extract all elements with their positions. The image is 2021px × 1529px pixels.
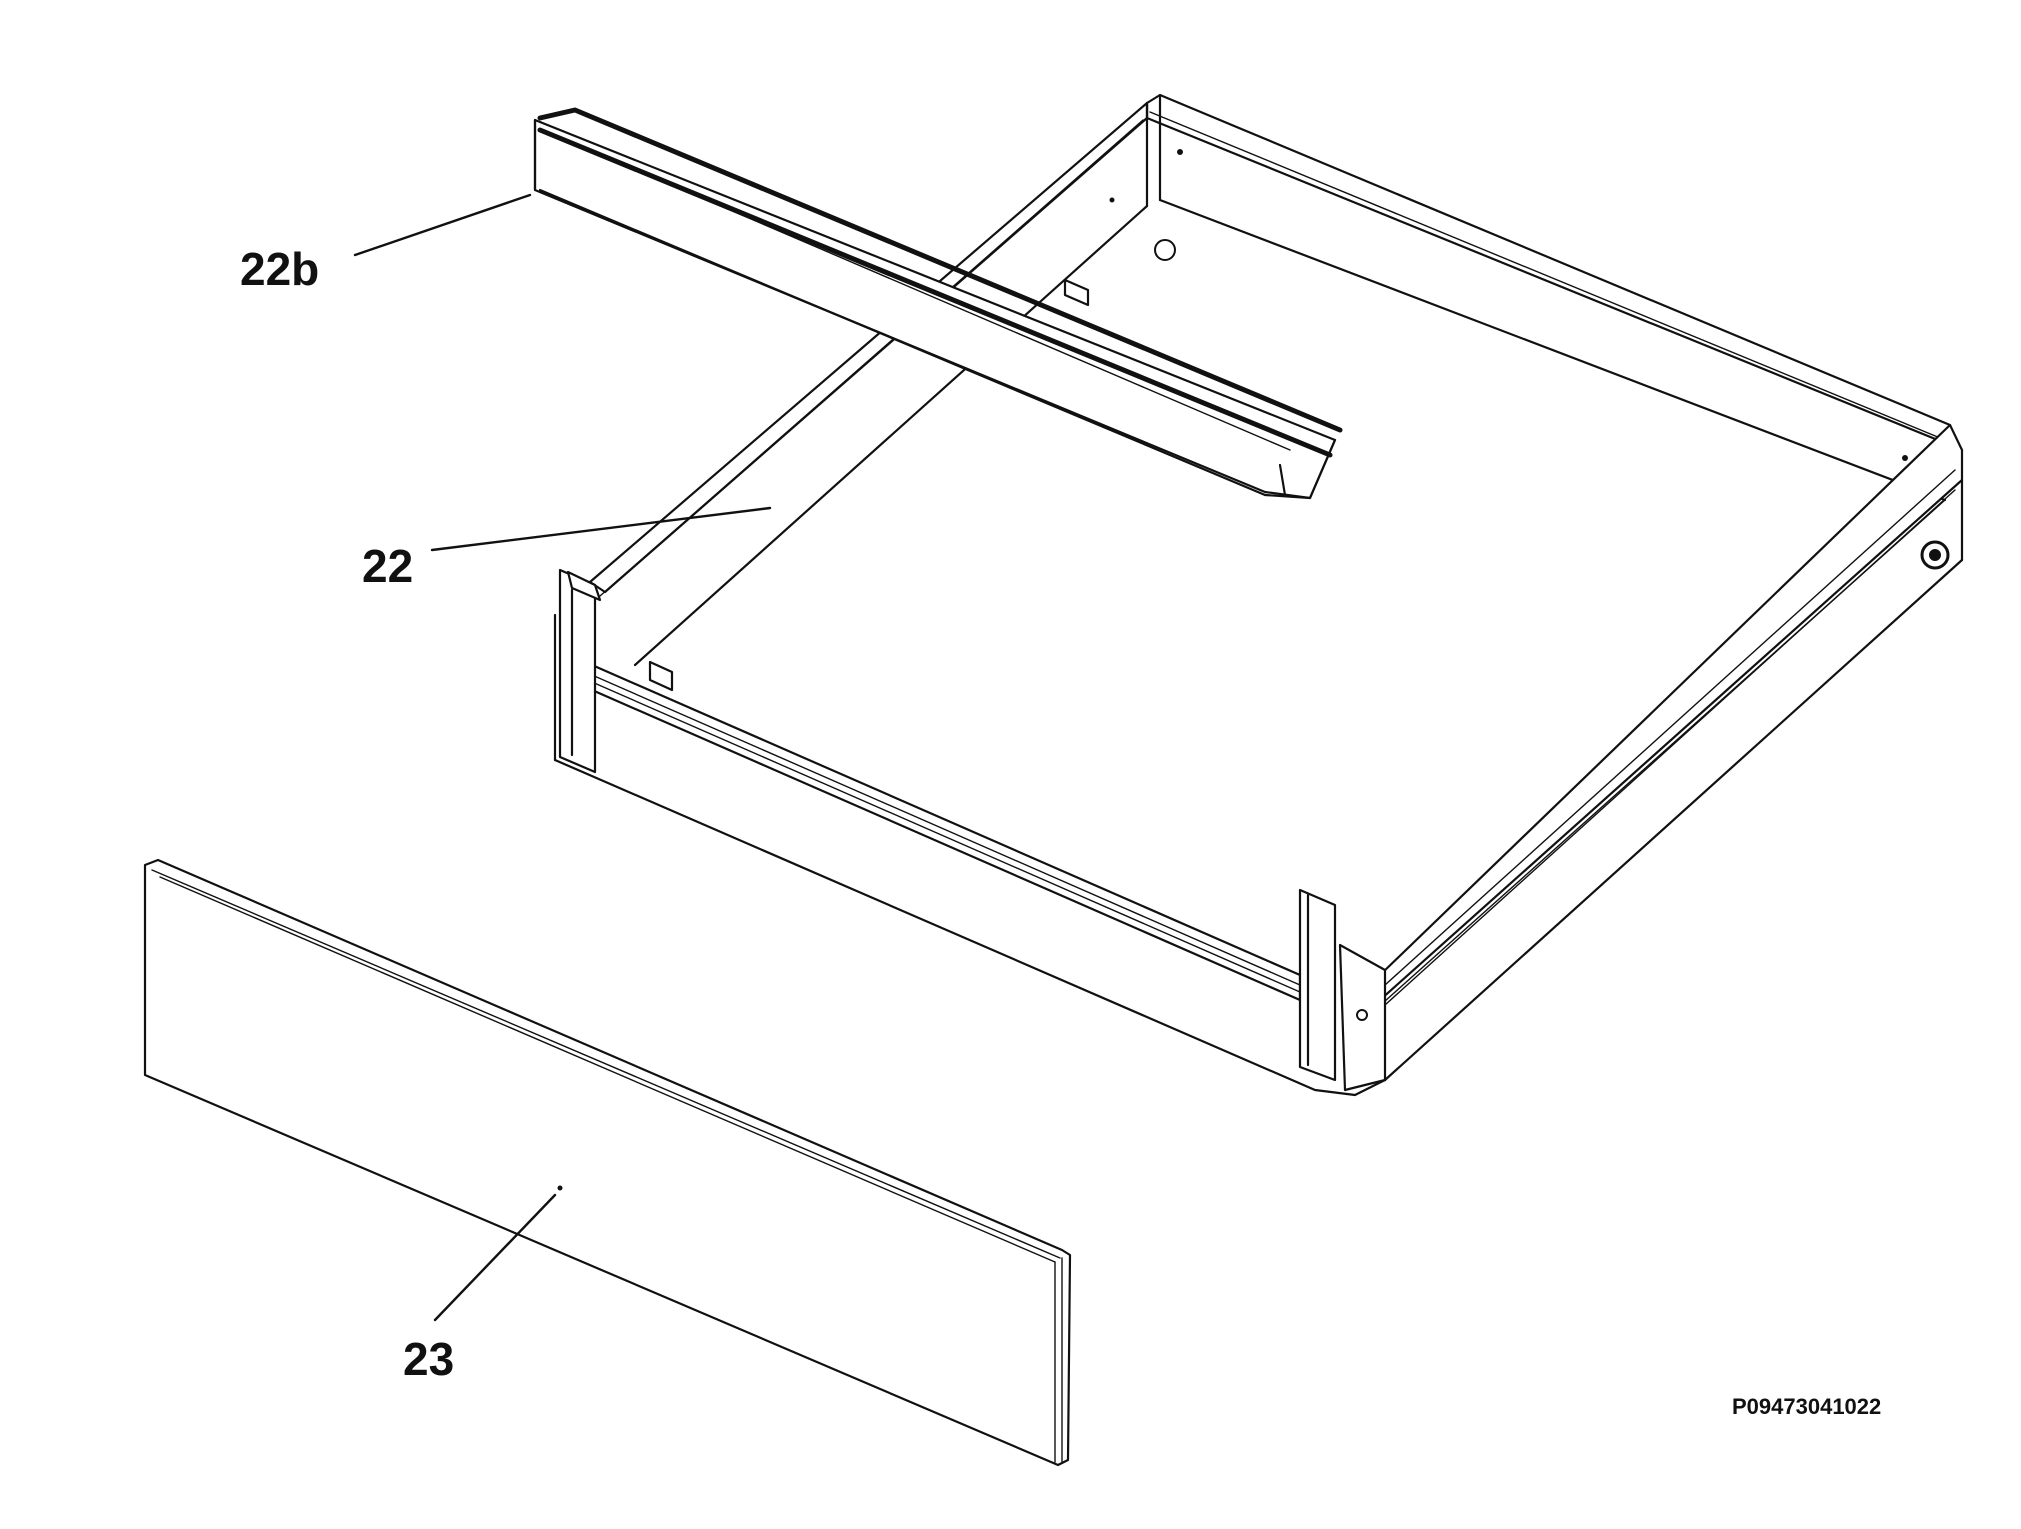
tray-frame-part-22 [553,93,1964,1097]
front-panel-part-23 [143,858,1072,1467]
part-code-label: P09473041022 [1732,1394,1881,1419]
callout-label-23: 23 [403,1333,454,1385]
leader-line-23 [433,1193,557,1322]
leader-line-22b [353,193,532,257]
rail-bracket-part-22b [533,107,1343,500]
leader-line-22 [430,506,772,552]
callout-label-22: 22 [362,540,413,592]
callout-label-22b: 22b [240,243,319,295]
